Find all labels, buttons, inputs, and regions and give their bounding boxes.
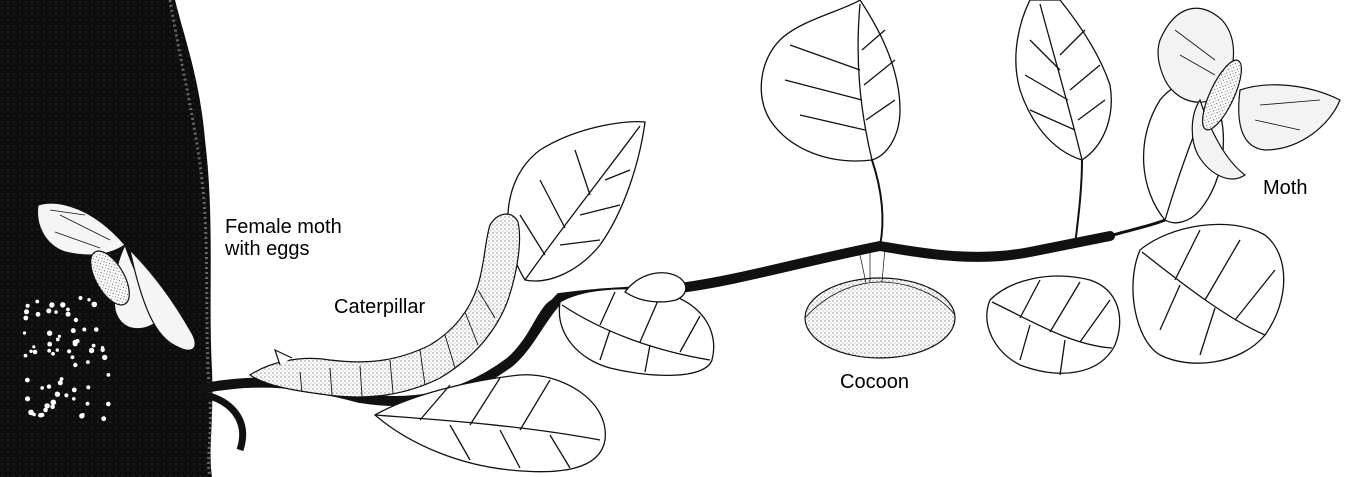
female-moth-label-line1: Female moth (225, 216, 342, 238)
egg (40, 386, 44, 390)
egg (58, 380, 63, 385)
egg (56, 348, 59, 351)
leaf (987, 276, 1120, 375)
egg (47, 349, 51, 353)
egg (71, 355, 75, 359)
egg (36, 312, 41, 317)
egg (102, 355, 107, 360)
egg (49, 302, 54, 307)
egg (46, 308, 51, 313)
egg (86, 402, 90, 406)
egg (35, 300, 39, 304)
egg (66, 308, 70, 312)
egg (56, 338, 60, 342)
egg (51, 400, 57, 406)
female-moth-label: Female moth with eggs (225, 216, 342, 260)
egg (75, 339, 79, 343)
egg (86, 360, 90, 364)
egg (87, 298, 90, 301)
leaf (1133, 224, 1284, 363)
egg (23, 316, 28, 321)
egg (25, 378, 30, 383)
egg (94, 327, 99, 332)
egg (66, 312, 71, 317)
egg (71, 328, 76, 333)
egg (47, 331, 52, 336)
egg (50, 405, 55, 410)
egg (55, 392, 60, 397)
egg (79, 413, 84, 418)
egg (74, 318, 78, 322)
egg (24, 309, 29, 314)
egg (106, 402, 111, 407)
egg (72, 397, 76, 401)
egg (24, 354, 28, 358)
egg (64, 393, 68, 397)
egg (33, 350, 38, 355)
egg (47, 384, 51, 388)
cocoon (805, 248, 955, 358)
egg (25, 396, 30, 401)
egg (26, 304, 30, 308)
egg (101, 416, 106, 421)
egg (54, 310, 58, 314)
egg (67, 349, 71, 353)
egg (79, 296, 83, 300)
egg (82, 328, 86, 332)
cocoon-label: Cocoon (840, 371, 909, 393)
egg (32, 345, 35, 348)
egg (73, 363, 77, 367)
leaf (761, 0, 900, 161)
leaf (625, 273, 686, 302)
egg (32, 413, 36, 417)
egg (107, 373, 111, 377)
egg (89, 348, 94, 353)
egg (101, 346, 104, 349)
egg (43, 408, 48, 413)
caterpillar-label: Caterpillar (334, 296, 425, 318)
leaf (1016, 0, 1111, 160)
female-moth-label-line2: with eggs (225, 238, 342, 260)
egg (92, 344, 96, 348)
leaf (559, 289, 713, 376)
egg (60, 302, 65, 307)
egg (23, 331, 26, 334)
egg (38, 413, 43, 418)
egg (47, 342, 52, 347)
egg (58, 335, 61, 338)
egg (92, 302, 98, 308)
leaf (508, 122, 645, 281)
moth-label: Moth (1263, 177, 1307, 199)
egg (29, 350, 32, 353)
egg (86, 385, 90, 389)
egg (51, 352, 55, 356)
egg (72, 388, 77, 393)
